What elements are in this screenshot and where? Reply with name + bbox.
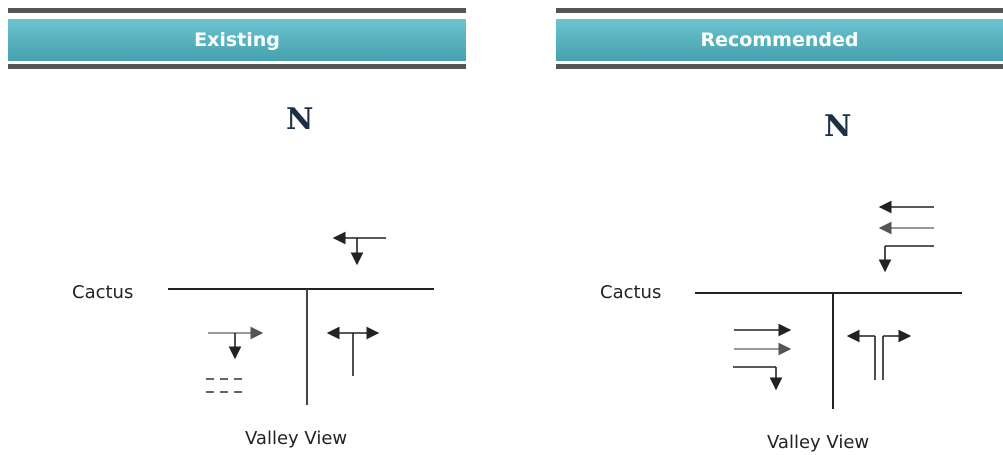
street-label-cactus: Cactus (600, 282, 662, 303)
header-band (556, 19, 1003, 61)
street-label-valley-view: Valley View (767, 432, 870, 453)
panel-recommended: Recommended (556, 0, 1003, 455)
street-label-cactus: Cactus (72, 282, 134, 303)
north-label: N (824, 109, 852, 144)
divider (8, 64, 466, 69)
westbound-lane-arrows (878, 200, 934, 273)
street-label-valley-view: Valley View (245, 428, 348, 449)
divider (556, 64, 1003, 69)
dashed-lane-markings (206, 378, 246, 393)
panel-title: Existing (194, 29, 280, 51)
recommended-roads (695, 292, 962, 409)
eastbound-lane-arrows (733, 323, 792, 391)
header-band (8, 19, 466, 61)
divider (8, 8, 466, 13)
westbound-shared-lane-arrow (332, 231, 386, 266)
header-bar: Recommended (556, 8, 1003, 70)
northbound-lane-arrows (846, 329, 912, 380)
panel-existing: Existing (8, 0, 466, 455)
existing-roads (168, 288, 434, 405)
divider (556, 8, 1003, 13)
northbound-shared-lane-arrow (326, 326, 380, 376)
header-bar: Existing (8, 8, 466, 70)
north-label: N (286, 102, 314, 137)
panel-title: Recommended (700, 29, 859, 51)
eastbound-shared-lane-arrow (208, 326, 264, 360)
